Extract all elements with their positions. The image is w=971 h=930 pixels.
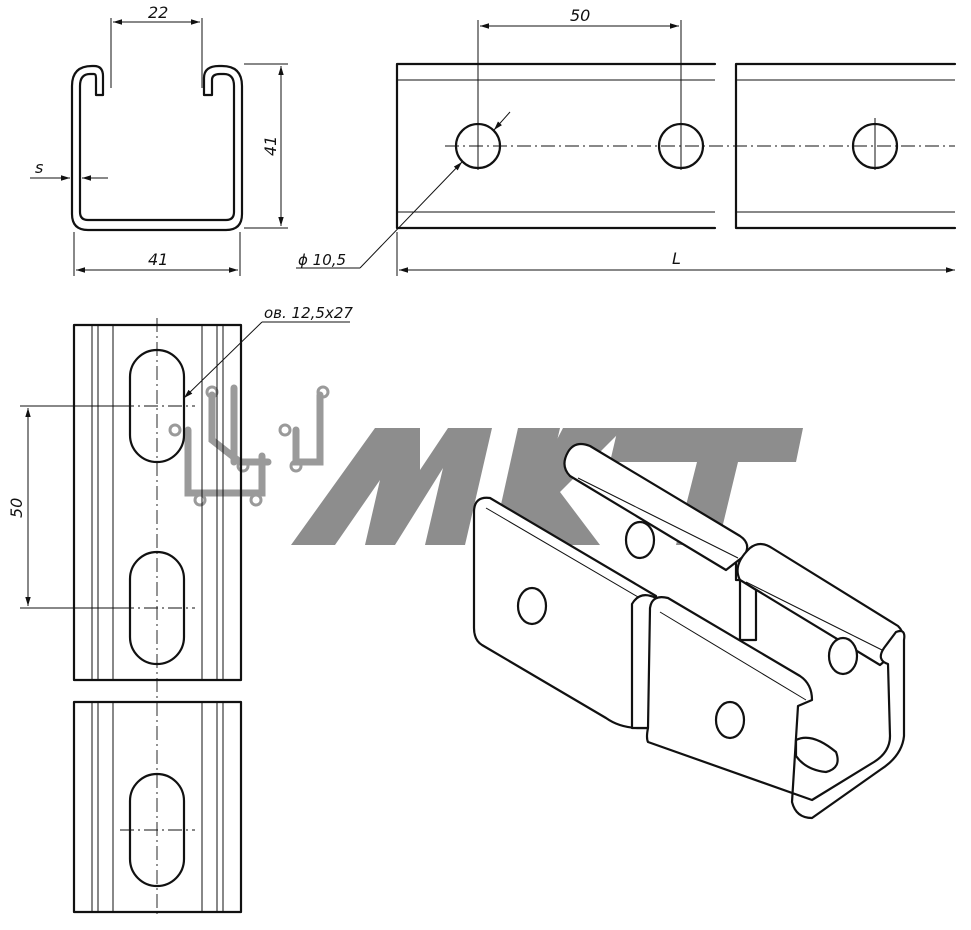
- dim-slot-opening: 22: [148, 3, 168, 22]
- logo-mark-icon: [168, 384, 330, 507]
- dim-oval-slot: ов. 12,5x27: [264, 304, 353, 322]
- cross-section-view: 22 41 41 s: [30, 3, 288, 276]
- isometric-view: [472, 442, 906, 820]
- top-view: 50 ов. 12,5x27: [7, 304, 353, 918]
- dim-hole-pitch: 50: [570, 6, 590, 25]
- dim-hole-diameter: ϕ 10,5: [298, 251, 346, 269]
- side-view: 50 ϕ 10,5 L: [296, 6, 957, 276]
- dim-wall-thickness: s: [35, 158, 43, 177]
- watermark: [168, 384, 803, 545]
- dim-slot-pitch: 50: [7, 498, 26, 518]
- watermark-letters: [291, 428, 803, 545]
- dim-height: 41: [261, 136, 280, 156]
- dim-length: L: [672, 249, 681, 268]
- dim-width: 41: [148, 250, 168, 269]
